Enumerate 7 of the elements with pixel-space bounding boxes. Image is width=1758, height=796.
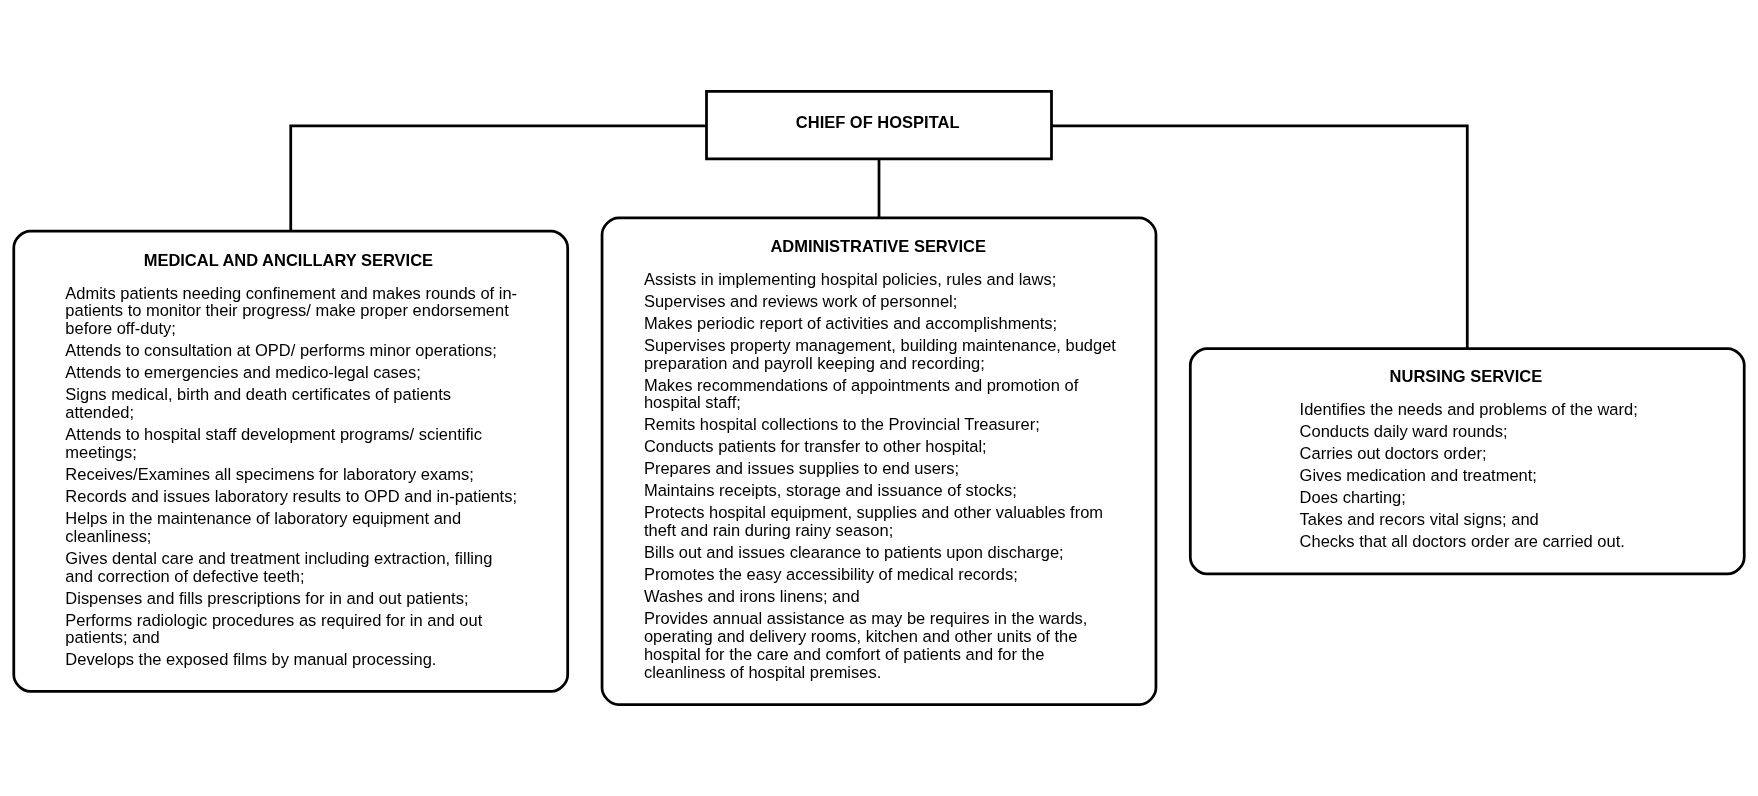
node-box: MEDICAL AND ANCILLARY SERVICE Admits patients needing confinement and makes rounds of in-patients to monitor their progress/ make proper endorsement before off-duty; Attends to consultation at OPD/ performs minor operations; Attends to emergencies and medico-legal cases; Signs medical, birth and death certificates of patients attended; Attends to hospital staff development programs/ scientific meetings; Receives/Examines all specimens for laboratory exams; Records and issues laboratory results to OPD and in-patients; Helps in the maintenance of laboratory equipment and cleanliness; Gives dental care and treatment including extraction, filling and correction of defective teeth; Dispenses and fills prescriptions for in and out patients; Performs radiologic procedures as required for in and out patients; and Develops the exposed films by manual processing. bbox=[12, 229, 570, 693]
connector bbox=[877, 159, 881, 218]
connector bbox=[289, 124, 707, 231]
connector bbox=[1051, 124, 1469, 349]
node-box: NURSING SERVICE Identifies the needs and problems of the ward; Conducts daily ward rounds; Carries out doctors order; Gives medication and treatment; Does charting; Takes and recors vital signs; and Checks that all doctors order are carried out. bbox=[1188, 347, 1746, 576]
node-box: CHIEF OF HOSPITAL bbox=[705, 90, 1053, 161]
node-box: ADMINISTRATIVE SERVICE Assists in implementing hospital policies, rules and laws; Supervises and reviews work of personnel; Makes periodic report of activities and accomplishments; Supervises property management, building maintenance, budget preparation and payroll keeping and recording; Makes recommendations of appointments and promotion of hospital staff; Remits hospital collections to the Provincial Treasurer; Conducts patients for transfer to other hospital; Prepares and issues supplies to end users; Maintains receipts, storage and issuance of stocks; Protects hospital equipment, supplies and other valuables from theft and rain during rainy season; Bills out and issues clearance to patients upon discharge; Promotes the easy accessibility of medical records; Washes and irons linens; and Provides annual assistance as may be requires in the wards, operating and delivery rooms, kitchen and other units of the hospital for the care and comfort of patients and for the cleanliness of hospital premises. bbox=[600, 216, 1158, 706]
